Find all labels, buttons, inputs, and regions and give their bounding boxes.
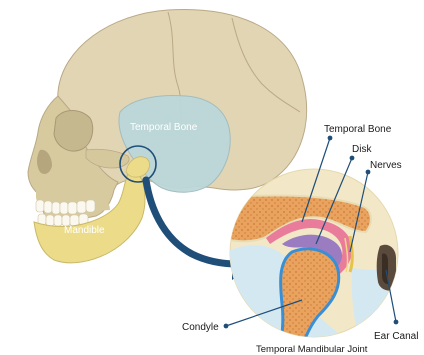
temporal-bone-label: Temporal Bone — [130, 122, 198, 133]
eye-socket — [54, 111, 93, 152]
temporal-bone-detail-label: Temporal Bone — [324, 124, 392, 135]
ear-canal-label: Ear Canal — [374, 331, 418, 342]
condyle-label: Condyle — [182, 322, 219, 333]
mandible-label: Mandible — [64, 225, 105, 236]
joint-detail — [230, 169, 400, 352]
zoom-arrow — [146, 180, 238, 264]
caption: Temporal Mandibular Joint — [256, 344, 368, 355]
nerves-label: Nerves — [370, 160, 402, 171]
disk-label: Disk — [352, 144, 372, 155]
